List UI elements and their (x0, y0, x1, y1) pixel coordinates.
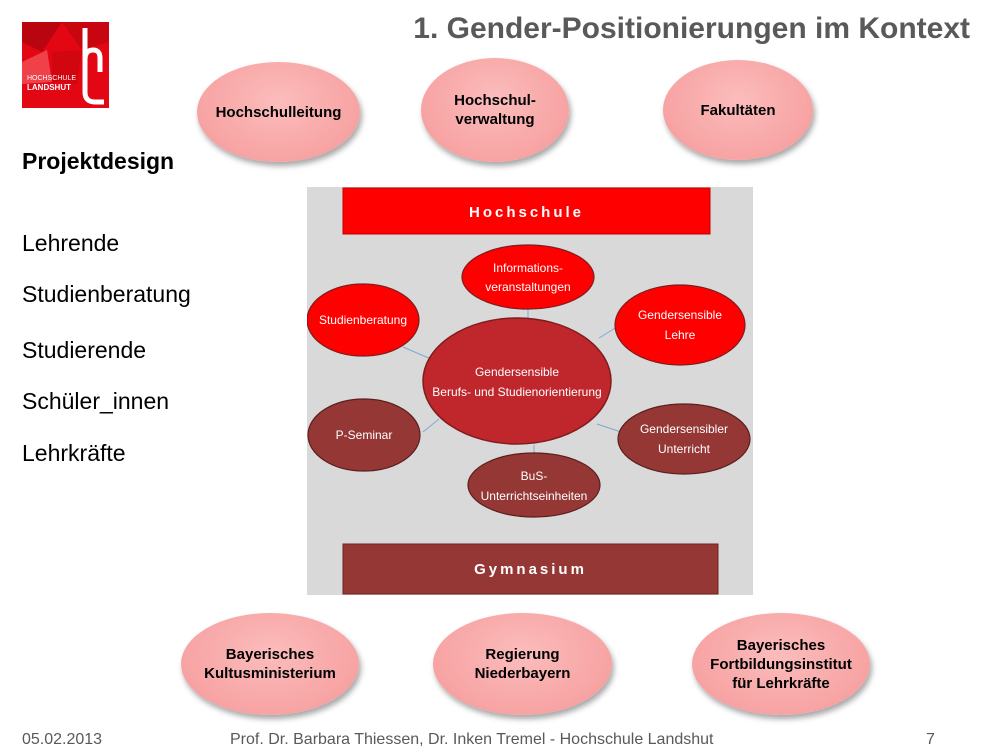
oval-hochschulleitung: Hochschulleitung (197, 62, 360, 162)
bus-line2: Unterrichtseinheiten (481, 489, 588, 503)
project-diagram: Hochschule Gymnasium Gendersensible Beru… (306, 187, 753, 595)
studienberatung-line1: Studienberatung (319, 313, 407, 327)
projektdesign-heading: Projektdesign (22, 148, 175, 174)
logo-text-line1: HOCHSCHULE (27, 75, 76, 82)
oval-kultusministerium: Bayerisches Kultusministerium (181, 613, 359, 715)
unterricht-ellipse (617, 403, 751, 475)
sidebar-item-lehrende: Lehrende (22, 230, 120, 256)
pseminar-line1: P-Seminar (336, 428, 393, 442)
page-number: 7 (926, 731, 935, 748)
oval-regierung-niederbayern: Regierung Niederbayern (433, 613, 612, 715)
center-line1: Gendersensible (475, 365, 559, 379)
sidebar-item-studienberatung: Studienberatung (22, 281, 191, 307)
hochschule-bar-label: Hochschule (469, 204, 584, 221)
oval-label: Bayerisches Fortbildungsinstitut für Leh… (710, 636, 852, 692)
arrow-lehre-center (598, 326, 618, 339)
sidebar-item-schueler-innen: Schüler_innen (22, 388, 170, 414)
gymnasium-bar-label: Gymnasium (474, 561, 587, 578)
center-line2: Berufs- und Studienorientierung (432, 385, 601, 399)
center-ellipse (422, 317, 612, 445)
oval-fakultaeten: Fakultäten (663, 60, 813, 160)
hochschule-landshut-logo: HOCHSCHULE LANDSHUT (22, 22, 109, 108)
unterricht-line1: Gendersensibler (640, 422, 728, 436)
lehre-line1: Gendersensible (638, 308, 722, 322)
lehre-ellipse (614, 284, 746, 366)
gymnasium-bar (342, 543, 719, 595)
sidebar-item-studierende: Studierende (22, 337, 147, 363)
oval-label: Hochschulleitung (215, 103, 342, 121)
oval-label: Bayerisches Kultusministerium (204, 646, 336, 682)
lehre-line2: Lehre (665, 328, 696, 342)
oval-label: Regierung Niederbayern (474, 646, 571, 682)
arrow-pseminar-center (422, 418, 440, 433)
oval-fortbildungsinstitut: Bayerisches Fortbildungsinstitut für Leh… (692, 613, 870, 715)
unterricht-line2: Unterricht (658, 442, 711, 456)
arrow-studienberatung-center (402, 346, 432, 360)
bus-line1: BuS- (521, 469, 548, 483)
info-ellipse (461, 244, 595, 310)
arrow-unterricht-center (596, 423, 622, 433)
pseminar-ellipse (307, 398, 421, 472)
slide-title: 1. Gender-Positionierungen im Kontext (413, 12, 970, 45)
oval-hochschulverwaltung: Hochschul- verwaltung (421, 58, 569, 162)
hochschule-bar (342, 187, 711, 235)
logo-text-line2: LANDSHUT (27, 83, 71, 92)
sidebar-item-lehrkraefte: Lehrkräfte (22, 440, 126, 466)
info-line2: veranstaltungen (485, 280, 570, 294)
bus-ellipse (467, 452, 601, 518)
info-line1: Informations- (493, 261, 563, 275)
oval-label: Hochschul- verwaltung (454, 92, 536, 128)
studienberatung-ellipse (306, 283, 420, 357)
footer-credit: Prof. Dr. Barbara Thiessen, Dr. Inken Tr… (230, 731, 714, 748)
footer-date: 05.02.2013 (22, 731, 103, 748)
oval-label: Fakultäten (700, 101, 776, 119)
